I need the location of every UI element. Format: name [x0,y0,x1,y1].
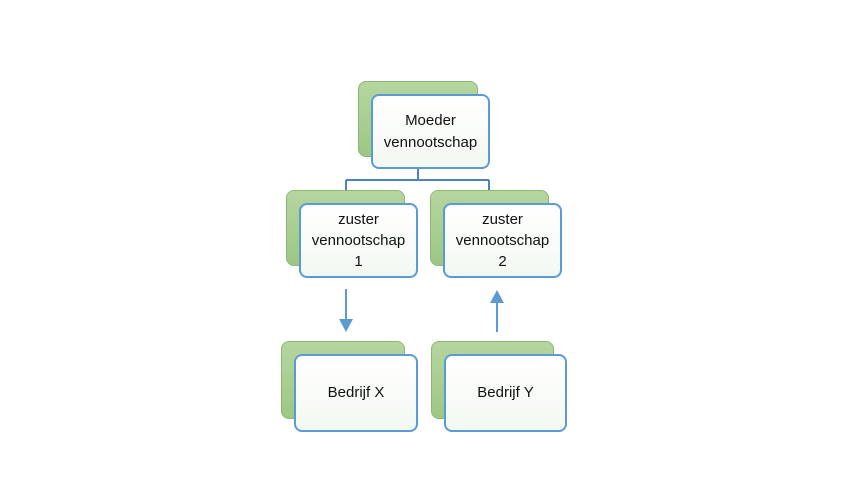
zuster2-line3: 2 [498,253,507,270]
arrow-down-zuster1-bedrijf-x [339,289,353,332]
node-bedrijf-x: Bedrijf X [294,354,418,432]
zuster2-line2: vennootschap [455,232,550,249]
zuster1-line1: zuster [338,211,379,228]
arrow-up-head [490,290,504,303]
node-moeder-vennootschap: Moeder vennootschap [371,94,490,169]
bedrijf-y-label: Bedrijf Y [477,384,534,401]
moeder-line1: Moeder [405,111,456,129]
node-zuster-vennootschap-1: zuster vennootschap 1 [299,203,418,278]
node-zuster-vennootschap-2: zuster vennootschap 2 [443,203,562,278]
zuster1-line3: 1 [354,253,363,270]
moeder-line2: vennootschap [383,133,478,151]
tree-connector [345,168,490,192]
arrow-down-head [339,319,353,332]
zuster1-line2: vennootschap [311,232,406,249]
bedrijf-x-label: Bedrijf X [327,384,385,401]
zuster2-line1: zuster [482,211,523,228]
arrow-up-bedrijf-y-zuster2 [490,290,504,332]
node-bedrijf-y: Bedrijf Y [444,354,567,432]
